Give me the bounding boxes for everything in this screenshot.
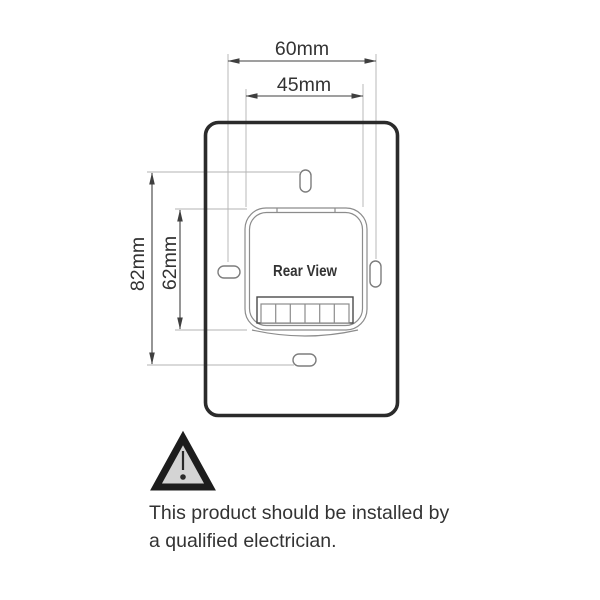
top-inner-dimension-label: 45mm <box>277 74 331 96</box>
rear-module: Rear View <box>244 207 368 337</box>
fixing-slot-right <box>369 260 382 288</box>
module-label: Rear View <box>273 263 338 280</box>
exclamation-dot <box>180 474 186 480</box>
warning-triangle-icon <box>150 430 216 491</box>
fixing-slot-bottom <box>292 353 317 367</box>
fixing-slot-top <box>299 169 312 193</box>
side-outer-dimension-label: 82mm <box>127 237 149 291</box>
warning-text-line1: This product should be installed by <box>149 502 450 524</box>
fixing-slots <box>217 169 382 367</box>
dimension-lines <box>149 58 377 365</box>
fixing-slot-left <box>217 265 241 279</box>
module-bottom-tab <box>251 329 359 337</box>
side-inner-dimension-label: 62mm <box>159 236 181 290</box>
warning-text-line2: a qualified electrician. <box>149 530 337 552</box>
extension-lines <box>147 54 377 366</box>
module-inner-outline <box>248 211 364 327</box>
plate-outline <box>203 120 400 418</box>
top-outer-dimension-label: 60mm <box>275 38 329 60</box>
terminal-block <box>256 296 354 324</box>
